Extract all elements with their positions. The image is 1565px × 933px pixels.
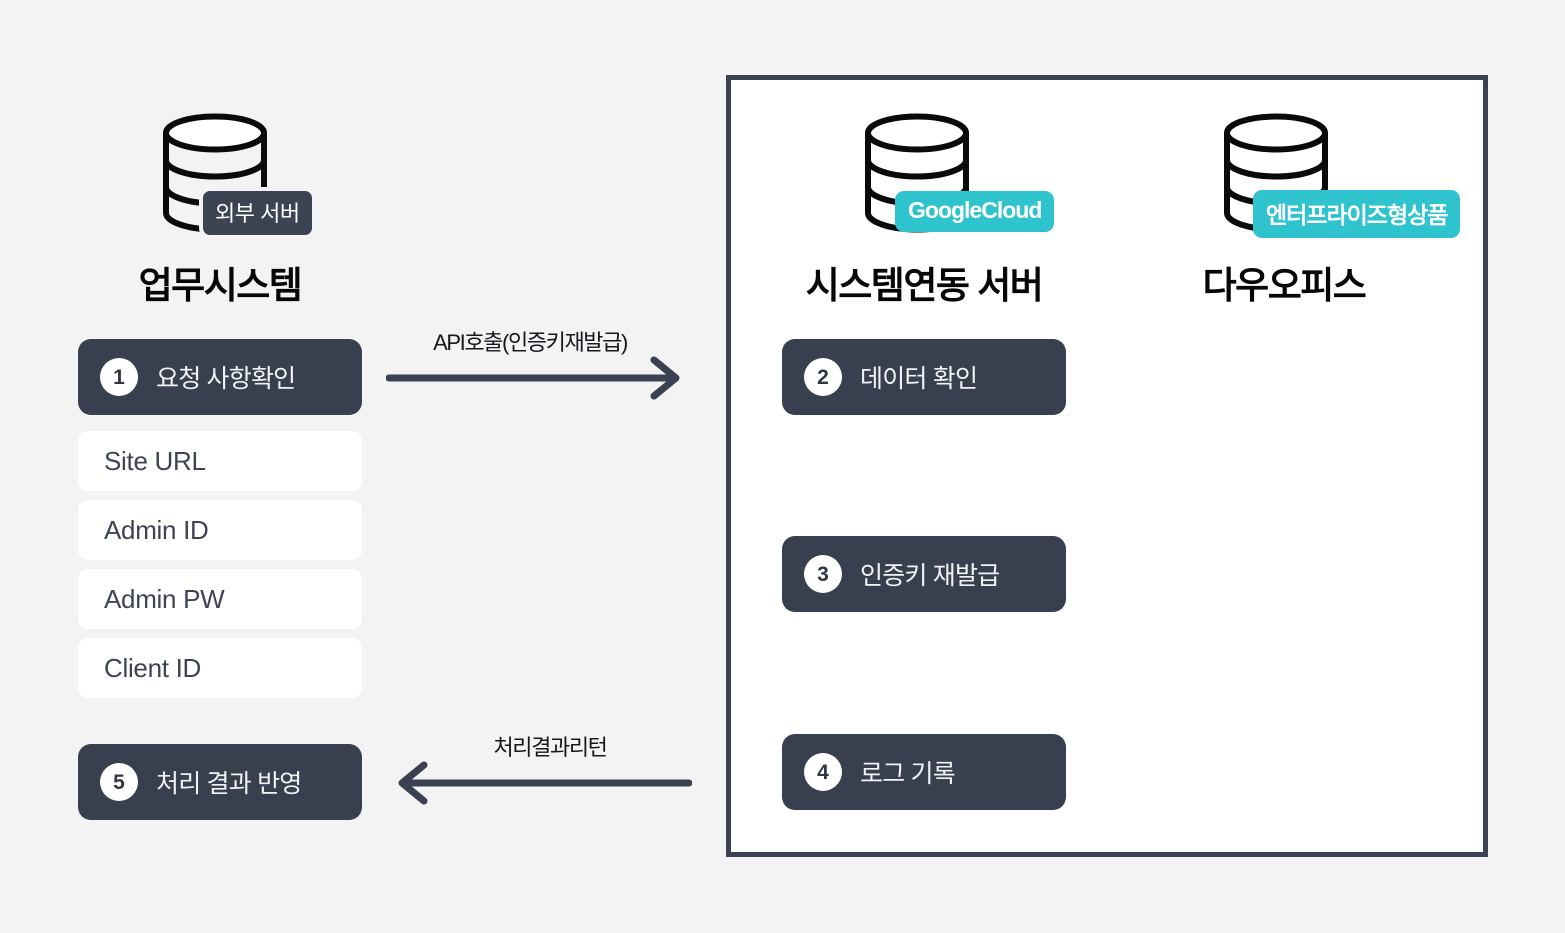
forward-arrow-label: API호출(인증키재발급) bbox=[433, 330, 628, 355]
step-box-1[interactable]: 1 요청 사항확인 bbox=[78, 339, 362, 415]
field-client-id[interactable]: Client ID bbox=[78, 638, 362, 698]
step-number-4: 4 bbox=[804, 753, 842, 791]
step-label-2: 데이터 확인 bbox=[860, 365, 978, 393]
step-label-1: 요청 사항확인 bbox=[156, 365, 296, 393]
backward-arrow-icon bbox=[398, 761, 692, 805]
forward-arrow-icon bbox=[386, 356, 680, 400]
backward-arrow-label: 처리결과리턴 bbox=[493, 735, 607, 760]
step-label-4: 로그 기록 bbox=[860, 760, 956, 788]
right-column-a-title: 시스템연동 서버 bbox=[805, 265, 1044, 306]
step-number-1: 1 bbox=[100, 358, 138, 396]
step-number-5: 5 bbox=[100, 763, 138, 801]
right-column-b-title: 다우오피스 bbox=[1202, 265, 1367, 306]
field-admin-id[interactable]: Admin ID bbox=[78, 500, 362, 560]
step-box-3[interactable]: 3 인증키 재발급 bbox=[782, 536, 1066, 612]
field-site-url[interactable]: Site URL bbox=[78, 431, 362, 491]
field-admin-pw[interactable]: Admin PW bbox=[78, 569, 362, 629]
left-column-title: 업무시스템 bbox=[138, 265, 303, 306]
step-box-5[interactable]: 5 처리 결과 반영 bbox=[78, 744, 362, 820]
external-server-badge: 외부 서버 bbox=[199, 187, 316, 239]
step-label-5: 처리 결과 반영 bbox=[156, 770, 302, 798]
step-number-3: 3 bbox=[804, 555, 842, 593]
step-number-2: 2 bbox=[804, 358, 842, 396]
enterprise-product-badge: 엔터프라이즈형상품 bbox=[1253, 190, 1461, 238]
google-cloud-badge: GoogleCloud bbox=[895, 191, 1055, 232]
step-box-2[interactable]: 2 데이터 확인 bbox=[782, 339, 1066, 415]
step-label-3: 인증키 재발급 bbox=[860, 562, 1000, 590]
step-box-4[interactable]: 4 로그 기록 bbox=[782, 734, 1066, 810]
